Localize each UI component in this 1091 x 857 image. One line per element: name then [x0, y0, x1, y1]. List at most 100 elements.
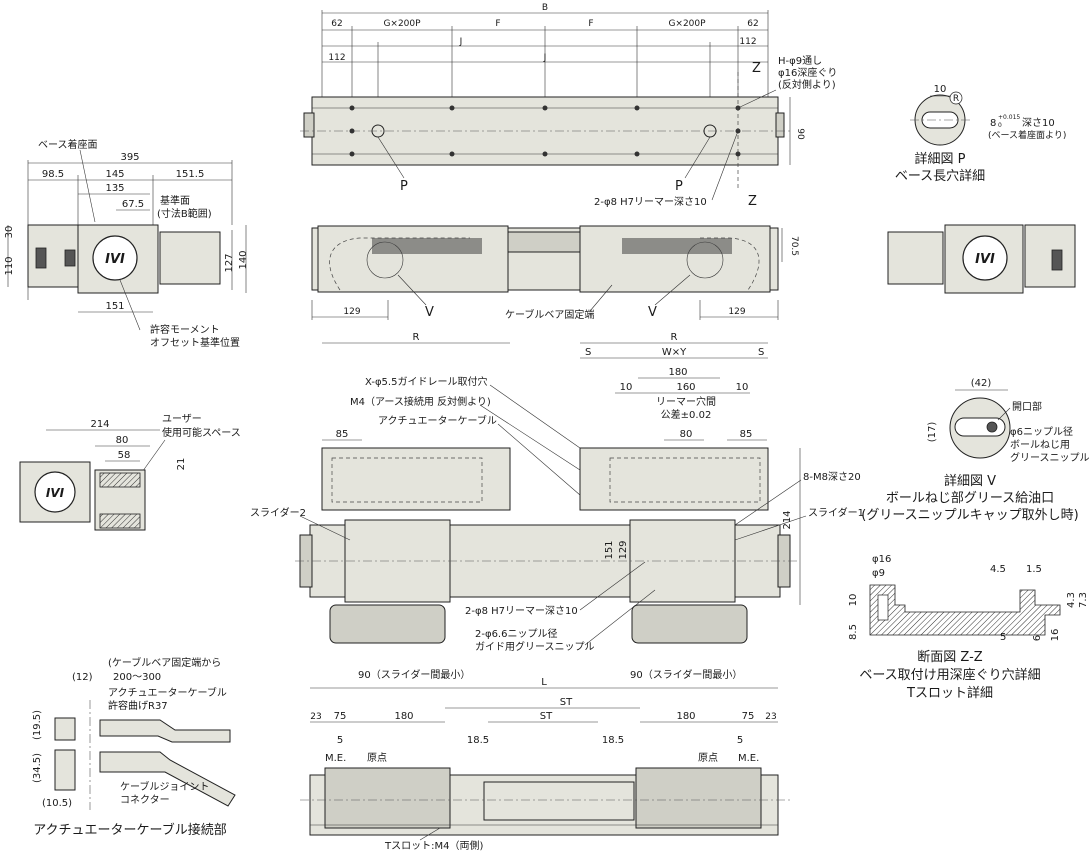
note-hole-line1: H-φ9通し: [778, 55, 822, 67]
note-reamer-top: 2-φ8 H7リーマー深さ10: [594, 196, 707, 208]
detail-mark-v-right: V: [648, 305, 657, 320]
note-v-nipple-2: ボールねじ用: [1010, 439, 1070, 451]
dim-214-plan: 214: [782, 510, 793, 529]
dim-129-plan: 129: [618, 540, 629, 559]
dim-5-right: 5: [737, 735, 743, 746]
note-range-2: 200〜300: [113, 672, 161, 683]
label-user-2: 使用可能スペース: [162, 426, 241, 439]
note-joint-1: ケーブルジョイント: [120, 780, 209, 793]
note-depth: 深さ10: [1022, 117, 1055, 129]
label-opening: 開口部: [1012, 400, 1042, 413]
dim-17: (17): [927, 422, 938, 443]
dim-j-left: J: [459, 37, 463, 47]
dim-st-top: ST: [560, 697, 573, 708]
tol-low: 0: [998, 122, 1002, 129]
note-reamer-plan: 2-φ8 H7リーマー深さ10: [465, 605, 578, 617]
tol-up: +0.015: [998, 114, 1020, 121]
label-origin-left: 原点: [367, 752, 387, 764]
detail-p: 10 R 8 +0.015 0 深さ10 (ベース着座面より) 詳細図 P ベー…: [895, 84, 1067, 184]
dim-90: 90: [795, 128, 805, 140]
detail-mark-v-left: V: [425, 305, 434, 320]
dim-70-5: 70.5: [789, 236, 799, 256]
dim-112-right: 112: [739, 37, 756, 47]
dim-st-bottom: ST: [540, 711, 553, 722]
dim-12: (12): [72, 672, 93, 683]
dim-140: 140: [238, 250, 249, 269]
section-zz-tslot: Tスロット詳細: [906, 685, 993, 701]
dim-135: 135: [105, 183, 124, 194]
label-moment-1: 許容モーメント: [150, 323, 220, 336]
note-range-1: (ケーブルベア固定端から: [108, 656, 221, 669]
dim-16-zz: 16: [1050, 629, 1061, 642]
note-bend-2: 許容曲げR37: [108, 699, 168, 712]
dim-180-left: 180: [394, 711, 413, 722]
note-nipple-2: ガイド用グリースニップル: [475, 640, 595, 653]
top-view: B 62 G×200P F F G×200P 62 112 J J 112: [300, 3, 837, 209]
tol-main: 8: [990, 118, 996, 129]
note-hole-line3: (反対側より): [778, 78, 836, 91]
note-hole-line2: φ16深座ぐり: [778, 66, 837, 79]
dim-180: 180: [668, 367, 687, 378]
dim-129-left: 129: [343, 307, 360, 317]
section-zz-subtitle: ベース取付け用深座ぐり穴詳細: [859, 667, 1040, 683]
dim-30: 30: [4, 226, 15, 239]
dim-10-zz: 10: [848, 594, 859, 607]
dim-58: 58: [118, 450, 131, 461]
label-origin-right: 原点: [698, 752, 718, 764]
dim-r-right: R: [671, 332, 678, 343]
detail-mark-p-left: P: [400, 179, 408, 194]
dim-112-left: 112: [328, 53, 345, 63]
dim-5-zz: 5: [1000, 632, 1006, 643]
dim-75-left: 75: [334, 711, 347, 722]
note-bend-1: アクチュエーターケーブル: [108, 686, 227, 699]
end-view: ベース着座面 395 98.5 145 151.5 135 67.5 基準面 (…: [4, 138, 249, 349]
dim-7-3: 7.3: [1078, 592, 1089, 608]
detail-v-subtitle: ボールねじ部グリース給油口: [886, 491, 1054, 506]
front-view: 70.5 129 129 V V ケーブルベア固定端: [311, 225, 799, 321]
note-joint-2: コネクター: [120, 794, 170, 806]
dim-s-left: S: [585, 347, 591, 358]
ivi-logo: IVI: [105, 252, 125, 267]
dim-8-5: 8.5: [848, 624, 859, 640]
dim-75-right: 75: [742, 711, 755, 722]
detail-v-note: (グリースニップルキャップ取外し時): [861, 508, 1079, 523]
note-tslot: Tスロット:M4（両側): [384, 839, 483, 852]
note-act-cable: アクチュエーターケーブル: [378, 414, 497, 427]
detail-mark-p-right: P: [675, 179, 683, 194]
dim-1-5: 1.5: [1026, 564, 1042, 575]
dim-151-plan: 151: [604, 540, 615, 559]
dim-g200p-right: G×200P: [668, 19, 706, 29]
cable-connection-title: アクチュエーターケーブル接続部: [33, 822, 227, 838]
note-cable-fixed: ケーブルベア固定端: [505, 308, 594, 321]
label-moment-2: オフセット基準位置: [150, 336, 240, 349]
dim-214: 214: [90, 419, 109, 430]
dim-4-5: 4.5: [990, 564, 1006, 575]
note-min-left: 90（スライダー間最小）: [358, 668, 470, 681]
dim-s-right: S: [758, 347, 764, 358]
dim-62-left: 62: [331, 19, 342, 29]
dim-19-5: (19.5): [32, 710, 43, 740]
right-end-view: IVI: [887, 224, 1076, 294]
label-ref-surface: 基準面: [160, 194, 190, 207]
dim-127: 127: [224, 253, 235, 272]
note-v-nipple-3: グリースニップル: [1010, 451, 1090, 464]
detail-p-title: 詳細図 P: [915, 151, 966, 167]
dim-b: B: [542, 3, 548, 13]
label-base-seat: ベース着座面: [38, 138, 98, 151]
detail-p-subtitle: ベース長穴詳細: [895, 168, 985, 184]
dim-67-5: 67.5: [122, 199, 144, 210]
dim-f-right: F: [588, 19, 593, 29]
detail-v: (42) (17) 開口部 φ6ニップル径 ボールねじ用 グリースニップル 詳細…: [861, 378, 1089, 523]
label-user-1: ユーザー: [162, 413, 202, 425]
note-min-right: 90（スライダー間最小）: [630, 668, 742, 681]
dim-129-right: 129: [728, 307, 745, 317]
dim-j-right: J: [543, 53, 547, 63]
dim-4-3: 4.3: [1066, 592, 1077, 608]
note-guide-holes: X-φ5.5ガイドレール取付穴: [365, 375, 487, 388]
dim-r-left: R: [413, 332, 420, 343]
dim-42: (42): [971, 378, 992, 389]
section-zz-title: 断面図 Z-Z: [917, 650, 983, 665]
ivi-logo-right: IVI: [975, 252, 995, 267]
dim-21: 21: [176, 458, 187, 471]
dim-151-5: 151.5: [176, 169, 205, 180]
